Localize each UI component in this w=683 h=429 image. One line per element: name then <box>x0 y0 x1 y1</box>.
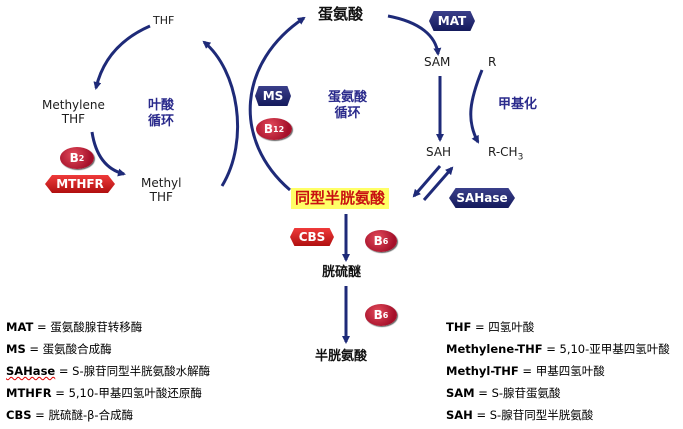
cbs-badge: CBS <box>290 228 334 246</box>
b12-letter: B <box>263 122 273 136</box>
node-sah: SAH <box>426 145 452 159</box>
legend-key: SAHase <box>6 364 56 378</box>
legend-right: THF = 四氢叶酸 Methylene-THF = 5,10-亚甲基四氢叶酸 … <box>446 316 670 426</box>
mat-badge: MAT <box>429 11 475 31</box>
arrow-methylene-to-methyl <box>90 131 126 177</box>
node-r: R <box>488 55 497 69</box>
legend-value: = 四氢叶酸 <box>471 320 535 334</box>
sahase-label: SAHase <box>456 191 508 205</box>
legend-key: SAM <box>446 386 475 400</box>
node-r-ch3: R-CH3 <box>488 146 523 162</box>
legend-left-item: CBS = 胱硫醚-β-合成酶 <box>6 404 210 426</box>
cbs-label: CBS <box>298 230 326 244</box>
b6-bottom-letter: B <box>373 308 383 322</box>
legend-key: MAT <box>6 320 34 334</box>
node-sam: SAM <box>424 55 451 69</box>
b6-top-letter: B <box>373 234 383 248</box>
arrow-hcy-to-sah <box>422 166 454 201</box>
legend-key: Methylene-THF <box>446 342 543 356</box>
mthfr-badge: MTHFR <box>45 175 115 193</box>
arrow-methylation <box>469 69 484 144</box>
node-methylene-thf: Methylene THF <box>42 98 105 127</box>
arrow-thf-to-methylene <box>93 24 151 90</box>
legend-right-item: Methylene-THF = 5,10-亚甲基四氢叶酸 <box>446 338 670 360</box>
sahase-badge: SAHase <box>449 188 515 208</box>
b6-bottom-subscript: 6 <box>382 310 389 320</box>
legend-left-item: MAT = 蛋氨酸腺苷转移酶 <box>6 316 210 338</box>
b6-top-subscript: 6 <box>382 236 389 246</box>
legend-value: = 甲基四氢叶酸 <box>518 364 605 378</box>
node-methyl-thf: Methyl THF <box>141 176 182 205</box>
legend-value: = S-腺苷同型半胱氨酸水解酶 <box>55 364 211 378</box>
legend-left-item: SAHase = S-腺苷同型半胱氨酸水解酶 <box>6 360 210 382</box>
b2-letter: B <box>69 151 79 165</box>
legend-value: = 蛋氨酸合成酶 <box>25 342 112 356</box>
legend-left: MAT = 蛋氨酸腺苷转移酶 MS = 蛋氨酸合成酶 SAHase = S-腺苷… <box>6 316 210 426</box>
mthfr-label: MTHFR <box>56 177 104 191</box>
legend-key: THF <box>446 320 472 334</box>
legend-value: = 蛋氨酸腺苷转移酶 <box>33 320 143 334</box>
b12-subscript: 12 <box>273 124 285 134</box>
legend-key: MS <box>6 342 26 356</box>
legend-left-item: MS = 蛋氨酸合成酶 <box>6 338 210 360</box>
legend-value: = 5,10-甲基四氢叶酸还原酶 <box>51 386 202 400</box>
node-homocysteine: 同型半胱氨酸 <box>291 188 390 209</box>
arrow-methionine-to-sam <box>387 14 442 56</box>
methylation-label: 甲基化 <box>498 97 538 112</box>
legend-right-item: SAM = S-腺苷蛋氨酸 <box>446 382 670 404</box>
r-ch3-text: R-CH <box>488 145 518 159</box>
legend-value: = S-腺苷同型半胱氨酸 <box>472 408 594 422</box>
legend-key: CBS <box>6 408 32 422</box>
legend-right-item: THF = 四氢叶酸 <box>446 316 670 338</box>
legend-right-item: Methyl-THF = 甲基四氢叶酸 <box>446 360 670 382</box>
folate-cycle-label: 叶酸 循环 <box>148 98 175 129</box>
legend-key: SAH <box>446 408 473 422</box>
ms-label: MS <box>262 89 284 103</box>
legend-right-item: SAH = S-腺苷同型半胱氨酸 <box>446 404 670 426</box>
legend-key: Methyl-THF <box>446 364 519 378</box>
arrow-sah-to-hcy <box>412 165 442 198</box>
methionine-cycle-label: 蛋氨酸 循环 <box>328 90 368 121</box>
legend-key: MTHFR <box>6 386 52 400</box>
arrow-hcy-to-methionine <box>248 16 306 192</box>
r-ch3-subscript: 3 <box>517 152 524 163</box>
node-thf: THF <box>153 14 175 27</box>
b2-subscript: 2 <box>78 153 85 163</box>
arrow-methyl-to-thf <box>202 40 240 187</box>
legend-left-item: MTHFR = 5,10-甲基四氢叶酸还原酶 <box>6 382 210 404</box>
legend-value: = 胱硫醚-β-合成酶 <box>31 408 134 422</box>
legend-value: = 5,10-亚甲基四氢叶酸 <box>542 342 670 356</box>
mat-label: MAT <box>437 14 467 28</box>
node-cysteine: 半胱氨酸 <box>315 349 368 364</box>
legend-value: = S-腺苷蛋氨酸 <box>474 386 561 400</box>
node-methionine: 蛋氨酸 <box>318 5 364 23</box>
ms-badge: MS <box>255 86 291 106</box>
node-cystathionine: 胱硫醚 <box>322 265 362 280</box>
